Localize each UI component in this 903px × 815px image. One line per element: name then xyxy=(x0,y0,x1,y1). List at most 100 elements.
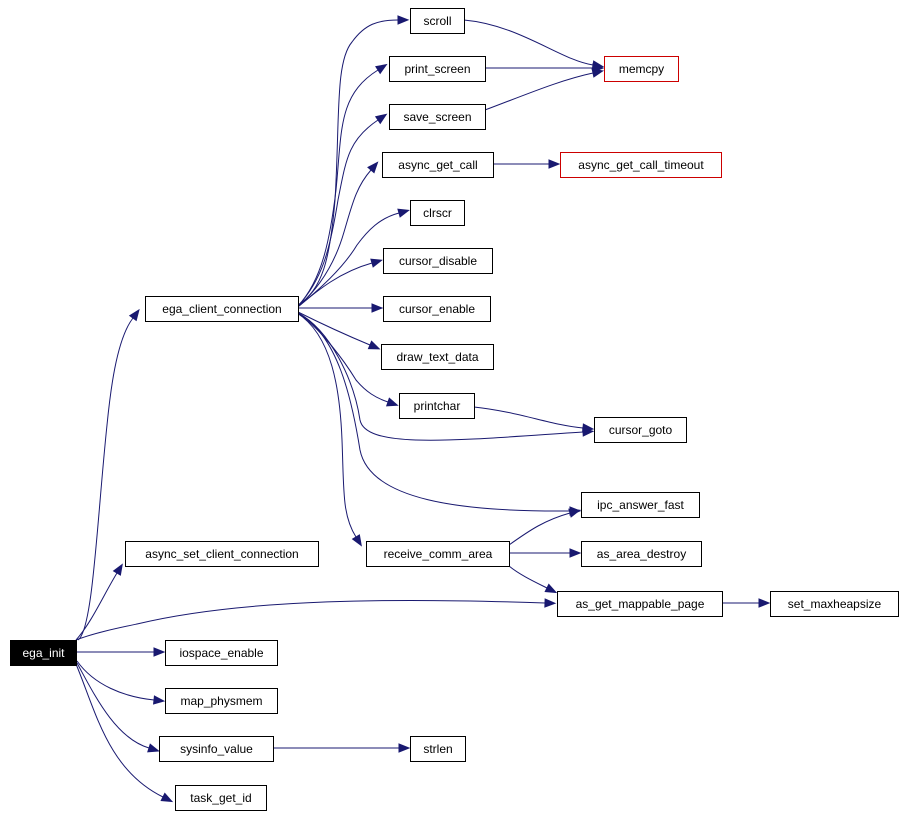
arrowhead xyxy=(569,548,582,558)
node-label: cursor_goto xyxy=(609,423,673,437)
arrowhead xyxy=(370,258,383,268)
edge-print_screen-to-memcpy xyxy=(485,63,605,73)
node-label: async_get_call_timeout xyxy=(578,158,704,172)
edge-line xyxy=(473,406,584,429)
node-box xyxy=(770,591,899,617)
node-async-get-call[interactable]: async_get_call xyxy=(382,152,494,178)
edge-line xyxy=(297,312,389,403)
node-box xyxy=(389,104,486,130)
node-box xyxy=(159,736,274,762)
node-ipc-answer-fast[interactable]: ipc_answer_fast xyxy=(581,492,700,518)
node-memcpy[interactable]: memcpy xyxy=(604,56,679,82)
node-task-get-id[interactable]: task_get_id xyxy=(175,785,267,811)
edge-printchar-to-cursor_goto xyxy=(473,406,595,433)
arrowhead xyxy=(385,397,399,407)
arrowhead xyxy=(375,63,388,75)
arrowhead xyxy=(568,508,581,518)
node-box xyxy=(125,541,319,567)
edge-receive_comm_area-to-ipc_answer_fast xyxy=(508,508,581,546)
arrowhead xyxy=(582,423,595,433)
node-box xyxy=(389,56,486,82)
edge-ega_client_connection-to-async_get_call xyxy=(298,161,379,307)
edge-ega_client_connection-to-cursor_enable xyxy=(298,303,384,313)
node-strlen[interactable]: strlen xyxy=(410,736,466,762)
node-draw-text-data[interactable]: draw_text_data xyxy=(381,344,494,370)
node-map-physmem[interactable]: map_physmem xyxy=(165,688,278,714)
edge-line xyxy=(297,19,399,306)
node-sysinfo-value[interactable]: sysinfo_value xyxy=(159,736,274,762)
arrowhead xyxy=(544,598,557,608)
node-as-area-destroy[interactable]: as_area_destroy xyxy=(581,541,702,567)
node-as-get-mappable-page[interactable]: as_get_mappable_page xyxy=(557,591,723,617)
node-label: receive_comm_area xyxy=(384,547,493,561)
arrowhead xyxy=(548,159,561,169)
edge-line xyxy=(484,72,594,111)
node-label: save_screen xyxy=(403,110,471,124)
edge-line xyxy=(75,663,164,798)
node-cursor-disable[interactable]: cursor_disable xyxy=(383,248,493,274)
arrowhead xyxy=(397,208,410,218)
node-label: printchar xyxy=(414,399,461,413)
node-box xyxy=(581,492,700,518)
arrowhead xyxy=(160,792,174,803)
node-label: as_get_mappable_page xyxy=(576,597,705,611)
edge-ega_client_connection-to-cursor_disable xyxy=(298,258,383,307)
node-async-set-client-connection[interactable]: async_set_client_connection xyxy=(125,541,319,567)
node-box xyxy=(165,688,278,714)
edge-line xyxy=(508,512,571,546)
node-cursor-enable[interactable]: cursor_enable xyxy=(383,296,491,322)
node-async-get-call-timeout[interactable]: async_get_call_timeout xyxy=(560,152,722,178)
node-box xyxy=(382,152,494,178)
nodes-layer: ega_init ega_client_connection async_set_c… xyxy=(10,8,899,811)
node-box xyxy=(175,785,267,811)
edge-async_get_call-to-async_get_call_timeout xyxy=(493,159,561,169)
node-box xyxy=(410,8,465,34)
node-printchar[interactable]: printchar xyxy=(399,393,475,419)
node-label: print_screen xyxy=(404,62,470,76)
node-label: as_area_destroy xyxy=(597,547,686,561)
edge-line xyxy=(297,312,571,512)
arrowhead xyxy=(397,15,410,25)
node-receive-comm-area[interactable]: receive_comm_area xyxy=(366,541,510,567)
arrowhead xyxy=(128,308,140,322)
node-box xyxy=(366,541,510,567)
node-iospace-enable[interactable]: iospace_enable xyxy=(165,640,278,666)
node-save-screen[interactable]: save_screen xyxy=(389,104,486,130)
edge-ega_init-to-as_get_mappable_page xyxy=(75,598,557,641)
edge-line xyxy=(77,317,134,641)
node-label: draw_text_data xyxy=(396,350,478,364)
edges-layer xyxy=(75,15,771,803)
edge-line xyxy=(75,572,118,641)
arrowhead xyxy=(371,303,384,313)
edge-line xyxy=(297,311,371,346)
edge-line xyxy=(298,212,400,307)
arrowhead xyxy=(153,647,166,657)
edge-save_screen-to-memcpy xyxy=(484,68,605,111)
node-ega-client-connection[interactable]: ega_client_connection xyxy=(145,296,299,322)
node-box xyxy=(594,417,687,443)
node-set-maxheapsize[interactable]: set_maxheapsize xyxy=(770,591,899,617)
arrowhead xyxy=(351,534,362,547)
node-label: ega_client_connection xyxy=(162,302,281,316)
arrowhead xyxy=(591,68,605,78)
node-clrscr[interactable]: clrscr xyxy=(410,200,465,226)
node-label: cursor_disable xyxy=(399,254,477,268)
edge-line xyxy=(508,565,548,589)
edge-ega_init-to-sysinfo_value xyxy=(76,662,160,753)
edge-receive_comm_area-to-as_area_destroy xyxy=(509,548,582,558)
edge-as_get_mappable_page-to-set_maxheapsize xyxy=(722,598,771,608)
edge-line xyxy=(75,599,546,641)
node-ega-init[interactable]: ega_init xyxy=(10,640,77,666)
arrowhead xyxy=(367,161,379,174)
edge-line xyxy=(76,660,155,701)
edge-line xyxy=(297,69,379,307)
node-box xyxy=(557,591,723,617)
node-box xyxy=(410,200,465,226)
node-cursor-goto[interactable]: cursor_goto xyxy=(594,417,687,443)
node-scroll[interactable]: scroll xyxy=(410,8,465,34)
arrowhead xyxy=(152,695,166,705)
node-label: task_get_id xyxy=(190,791,251,805)
node-label: ipc_answer_fast xyxy=(597,498,684,512)
arrowhead xyxy=(398,743,411,753)
node-print-screen[interactable]: print_screen xyxy=(389,56,486,82)
